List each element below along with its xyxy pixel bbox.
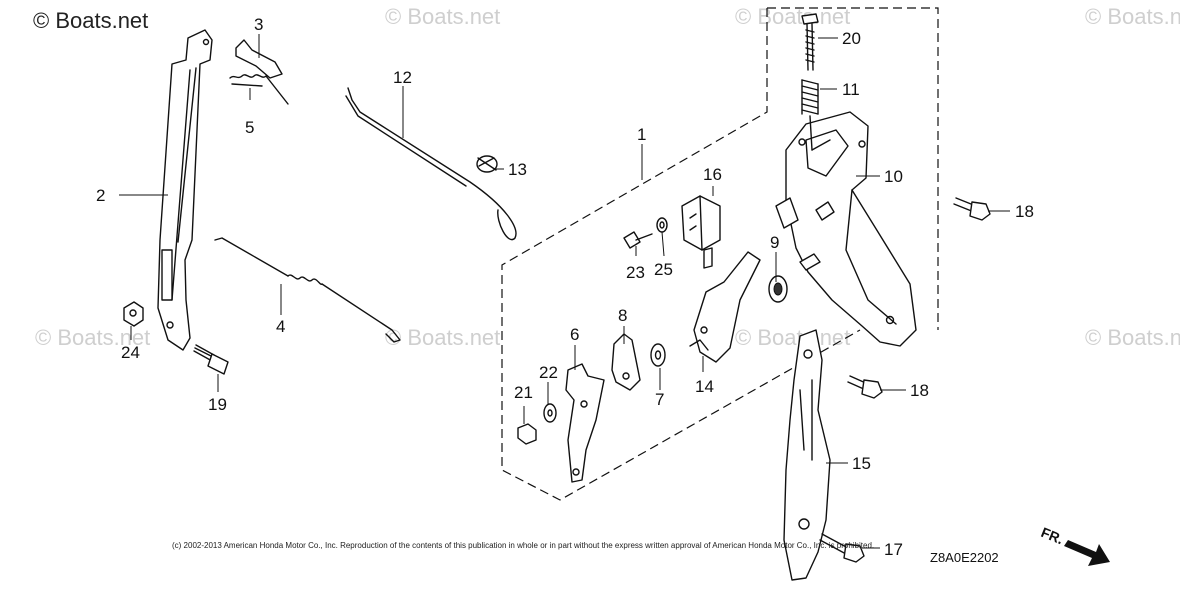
callout-7: 7 (655, 390, 664, 409)
part-25-washer (656, 217, 668, 233)
watermark-faint: © Boats.net (1085, 4, 1180, 29)
watermark-faint: © Boats.net (385, 325, 500, 350)
part-9-washer (768, 275, 788, 303)
part-3-spring-clip (235, 39, 283, 79)
watermark-main: © Boats.net (33, 8, 148, 33)
watermark-faint: © Boats.net (1085, 325, 1180, 350)
callout-23: 23 (626, 263, 645, 282)
callout-17: 17 (884, 540, 903, 559)
callout-22: 22 (539, 363, 558, 382)
leader-lines (119, 34, 1010, 549)
callout-10: 10 (884, 167, 903, 186)
part-20-screw (801, 13, 819, 71)
part-8-small-lever (611, 333, 641, 391)
front-direction-arrow: FR. (1039, 524, 1110, 566)
callout-8: 8 (618, 306, 627, 325)
callout-3: 3 (254, 15, 263, 34)
part-17-bolt (819, 533, 865, 563)
copyright-notice: (c) 2002-2013 American Honda Motor Co., … (172, 541, 874, 550)
part-7-washer (650, 343, 666, 367)
callout-16: 16 (703, 165, 722, 184)
part-5-spring (229, 74, 289, 105)
callout-4: 4 (276, 317, 285, 336)
part-18-bolt-lower (847, 375, 883, 399)
callout-14: 14 (695, 377, 714, 396)
direction-label: FR. (1039, 524, 1066, 547)
arrow-icon (1064, 540, 1110, 566)
part-24-nut (123, 301, 144, 327)
callout-11: 11 (842, 80, 860, 99)
callout-9: 9 (770, 233, 779, 252)
assembly-boundary (501, 7, 939, 501)
diagram-code: Z8A0E2202 (930, 550, 999, 565)
callout-12: 12 (393, 68, 412, 87)
part-12-wire (345, 87, 517, 241)
part-18-bolt-upper (953, 197, 991, 221)
watermark-faint: © Boats.net (735, 325, 850, 350)
callout-19: 19 (208, 395, 227, 414)
callout-2: 2 (96, 186, 105, 205)
callout-5: 5 (245, 118, 254, 137)
callout-21: 21 (514, 383, 533, 402)
callout-20: 20 (842, 29, 861, 48)
callout-18-upper: 18 (1015, 202, 1034, 221)
part-13-grommet (476, 155, 498, 173)
watermark-faint: © Boats.net (735, 4, 850, 29)
part-11-spring (801, 79, 819, 151)
part-23-screw (623, 231, 653, 249)
callout-6: 6 (570, 325, 579, 344)
callout-1: 1 (637, 125, 646, 144)
callout-15: 15 (852, 454, 871, 473)
callout-24: 24 (121, 343, 140, 362)
part-21-nut (517, 423, 537, 445)
callout-25: 25 (654, 260, 673, 279)
part-4-rod-spring (214, 237, 401, 343)
part-10-main-bracket (775, 111, 917, 347)
part-15-long-lever (783, 329, 831, 581)
part-22-washer (543, 403, 557, 423)
part-16-switch (681, 195, 721, 269)
callout-18-lower: 18 (910, 381, 929, 400)
part-19-bolt (193, 344, 229, 375)
part-14-lever-plate (689, 251, 761, 363)
part-6-bracket-arm (565, 363, 605, 483)
part-2-rod-bracket (157, 29, 213, 351)
watermark-faint: © Boats.net (385, 4, 500, 29)
callout-13: 13 (508, 160, 527, 179)
